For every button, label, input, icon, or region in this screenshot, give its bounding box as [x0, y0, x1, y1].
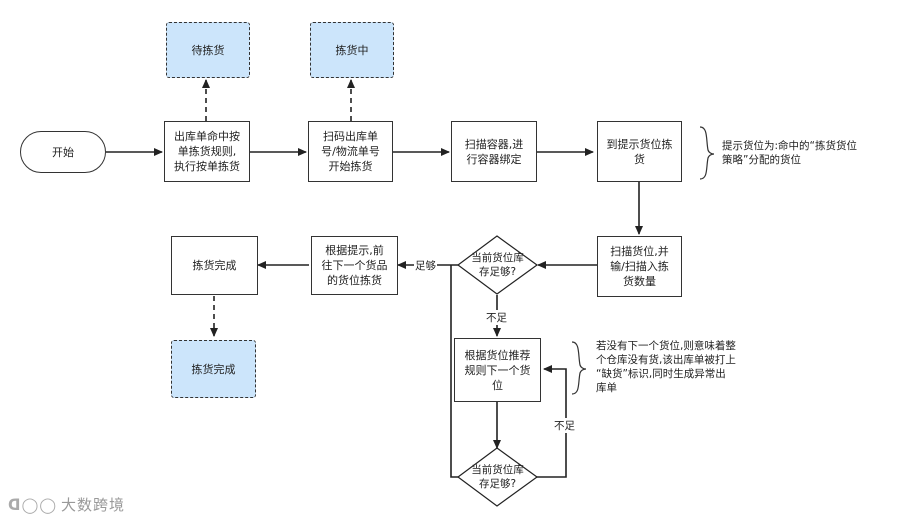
process-dispatch-label: 出库单命中按 单拣货规则, 执行按单拣货	[174, 130, 240, 173]
process-goto-location-label: 到提示货位拣 货	[606, 137, 673, 166]
start-node: 开始	[20, 131, 106, 173]
state-waiting: 待拣货	[166, 22, 250, 78]
decision-1-label: 当前货位库 存足够?	[471, 252, 524, 278]
process-recommend: 根据货位推荐 规则下一个货 位	[454, 338, 541, 402]
process-scan-location: 扫描货位,并 输/扫描入拣 货数量	[597, 236, 682, 297]
note-location-hint: 提示货位为:命中的“拣货货位 策略”分配的货位	[722, 140, 857, 166]
edge-label-sufficient: 足够	[414, 258, 437, 273]
note-brace-2	[571, 341, 587, 395]
process-pick-done: 拣货完成	[171, 236, 258, 295]
edge-label-insufficient-1: 不足	[485, 310, 508, 325]
decision-2-label: 当前货位库 存足够?	[471, 464, 524, 490]
state-waiting-label: 待拣货	[191, 43, 225, 57]
process-scan-order: 扫码出库单 号/物流单号 开始拣货	[308, 121, 393, 182]
process-scan-container: 扫描容器,进 行容器绑定	[451, 121, 537, 182]
process-recommend-label: 根据货位推荐 规则下一个货 位	[464, 348, 531, 392]
process-scan-location-label: 扫描货位,并 输/扫描入拣 货数量	[610, 245, 669, 288]
process-dispatch: 出库单命中按 单拣货规则, 执行按单拣货	[164, 121, 250, 182]
state-picking-label: 拣货中	[335, 43, 369, 57]
decision-diamond-1	[456, 235, 539, 295]
start-label: 开始	[52, 145, 74, 159]
process-next-item: 根据提示,前 往下一个货品 的货位拣货	[311, 236, 398, 295]
watermark-logo-icon: ᗡ◯◯	[8, 495, 58, 514]
process-pick-done-label: 拣货完成	[192, 259, 237, 272]
process-scan-container-label: 扫描容器,进 行容器绑定	[464, 137, 524, 166]
note-no-next-location: 若没有下一个货位,则意味着整 个仓库没有货,该出库单被打上 “缺货”标识,同时生…	[596, 340, 736, 394]
process-scan-order-label: 扫码出库单 号/物流单号 开始拣货	[321, 130, 380, 173]
state-done: 拣货完成	[171, 340, 256, 398]
watermark: ᗡ◯◯ 大数跨境	[8, 494, 125, 515]
edge-decision2-up	[450, 265, 458, 478]
state-picking: 拣货中	[310, 22, 394, 78]
note-brace-1	[699, 126, 715, 180]
process-next-item-label: 根据提示,前 往下一个货品 的货位拣货	[321, 244, 388, 287]
watermark-text: 大数跨境	[61, 496, 126, 514]
edge-label-insufficient-2: 不足	[553, 418, 576, 433]
state-done-label: 拣货完成	[191, 362, 236, 376]
decision-diamond-2	[456, 447, 539, 507]
process-goto-location: 到提示货位拣 货	[597, 121, 682, 182]
